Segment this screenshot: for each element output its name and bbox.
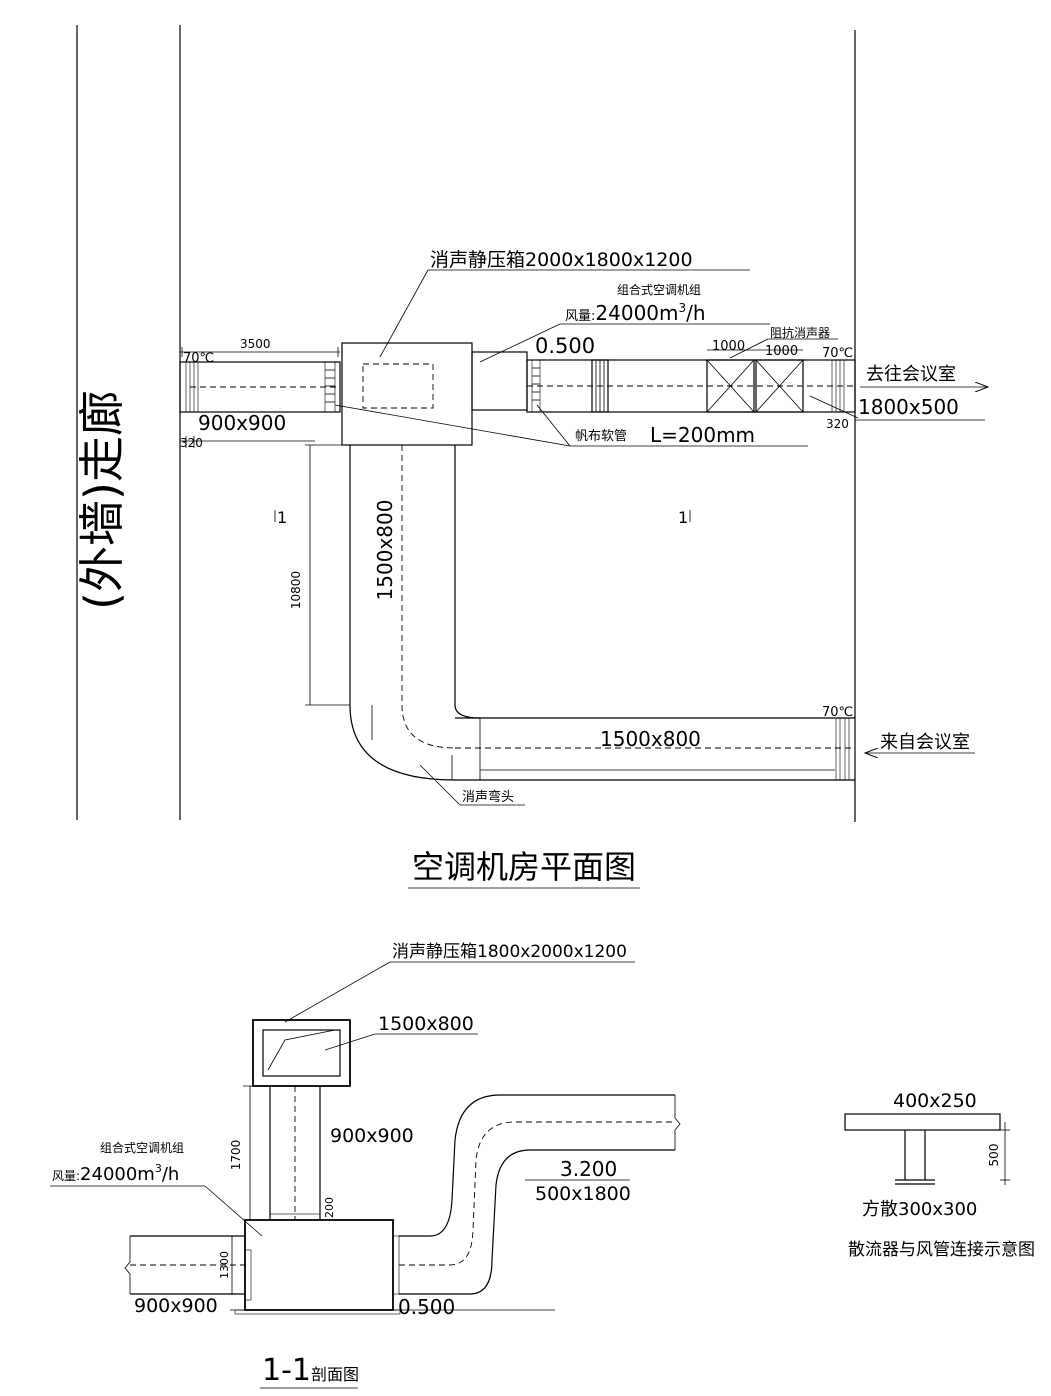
detail-caption: 散流器与风管连接示意图 xyxy=(848,1240,1035,1260)
detail-duct xyxy=(844,1113,1001,1131)
section-offset-duct xyxy=(399,1094,675,1237)
section-ahu-airflow: 风量:24000m3/h xyxy=(52,1162,179,1185)
dim-1000-b: 1000 xyxy=(765,344,798,359)
elevation-0500-section: 0.500 xyxy=(398,1295,455,1319)
dim-1300: 1300 xyxy=(218,1251,231,1279)
section-ahu-box xyxy=(244,1219,394,1311)
canvas-len-label: L=200mm xyxy=(650,423,755,447)
silencer-label: 阻抗消声器 xyxy=(770,325,830,340)
section-duct-900x900-low: 900x900 xyxy=(134,1295,218,1317)
dim-10800: 10800 xyxy=(289,571,303,609)
elevation-0500-plan: 0.500 xyxy=(535,334,595,358)
return-duct-vertical xyxy=(349,445,481,781)
section-duct-1500x800: 1500x800 xyxy=(378,1013,474,1035)
section-plenum-box xyxy=(252,1019,351,1087)
duct-1500x800-horizontal: 1500x800 xyxy=(600,727,701,751)
plenum-box-plan xyxy=(341,342,473,446)
dim-1700: 1700 xyxy=(229,1140,243,1171)
section-view: 消声静压箱1800x2000x1200 1500x800 900x900 170… xyxy=(50,942,681,1389)
supply-duct xyxy=(526,359,856,413)
ahu-name: 组合式空调机组 xyxy=(617,282,701,297)
ahu-airflow: 风量:24000m3/h xyxy=(565,301,706,325)
duct-900x900-label: 900x900 xyxy=(198,411,286,435)
to-room-label: 去往会议室 xyxy=(866,364,956,385)
dim-500: 500 xyxy=(987,1144,1001,1167)
dim-1000-a: 1000 xyxy=(712,339,745,354)
elbow-label: 消声弯头 xyxy=(462,789,514,805)
left-duct xyxy=(179,361,341,413)
duct-1800x500-label: 1800x500 xyxy=(858,395,959,419)
section-plenum-label: 消声静压箱1800x2000x1200 xyxy=(392,942,627,962)
duct-1500x800-vertical: 1500x800 xyxy=(373,500,397,601)
section-duct-500x1800: 500x1800 xyxy=(535,1183,631,1205)
dim-320-left: 320 xyxy=(180,436,203,450)
wall-label: (外墙)走廊 xyxy=(75,390,129,610)
plan-title: 空调机房平面图 xyxy=(412,848,636,886)
detail-duct-label: 400x250 xyxy=(893,1090,977,1112)
section-duct-900x900-up: 900x900 xyxy=(330,1125,414,1147)
canvas-flex-label: 帆布软管 xyxy=(575,429,627,444)
temp-left: 70℃ xyxy=(183,351,214,366)
diffuser-detail: 400x250 500 方散300x300 散流器与风管连接示意图 xyxy=(844,1090,1035,1260)
diffuser-label: 方散300x300 xyxy=(862,1199,977,1220)
section-mark-left: 1 xyxy=(277,508,287,527)
plenum-box-label: 消声静压箱2000x1800x1200 xyxy=(430,249,693,271)
dim-3500: 3500 xyxy=(240,337,271,351)
return-duct-horizontal xyxy=(455,717,855,781)
section-title: 1-1剖面图 xyxy=(262,1353,359,1388)
temp-right: 70℃ xyxy=(822,346,853,361)
elevation-3200: 3.200 xyxy=(560,1157,617,1181)
dim-200: 200 xyxy=(323,1197,336,1218)
from-room-label: 来自会议室 xyxy=(880,732,970,753)
plan-view: (外墙)走廊 3500 70℃ 900x900 320 消声静压箱2000x18… xyxy=(75,25,988,889)
dim-320-right: 320 xyxy=(826,417,849,431)
section-ahu-name: 组合式空调机组 xyxy=(100,1140,184,1155)
ahu-plan xyxy=(471,351,528,411)
temp-bottom: 70℃ xyxy=(822,705,853,720)
section-mark-right: 1 xyxy=(678,508,688,527)
